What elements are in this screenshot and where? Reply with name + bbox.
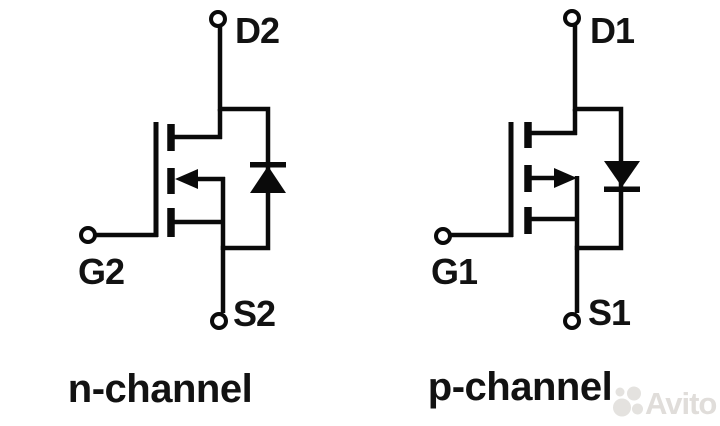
n-diode-triangle-icon: [250, 166, 286, 193]
avito-logo-icon: [613, 386, 643, 417]
terminal-label-s2: S2: [233, 293, 276, 334]
n-drain-diode-source-wire: [217, 27, 271, 313]
terminal-label-d1: D1: [590, 10, 635, 51]
terminal-label-d2: D2: [235, 10, 280, 51]
n-source-terminal-circle: [210, 312, 228, 330]
terminal-label-g1: G1: [431, 251, 478, 292]
p-body-arrow-icon: [554, 168, 577, 188]
p-gate-terminal-circle: [434, 227, 452, 245]
p-drain-terminal-circle: [563, 9, 581, 27]
caption-p-channel: p-channel: [427, 365, 613, 409]
terminal-label-g2: G2: [78, 251, 125, 292]
avito-watermark: Avito: [612, 380, 720, 426]
n-drain-terminal-circle: [209, 10, 227, 28]
n-diode-cathode-bar: [250, 162, 286, 168]
n-gate-terminal-circle: [79, 226, 97, 244]
caption-n-channel: n-channel: [67, 367, 253, 411]
avito-watermark-text: Avito: [645, 385, 717, 421]
p-channel-schematic: [434, 9, 640, 330]
p-diode-triangle-icon: [604, 161, 640, 187]
n-channel-schematic: [79, 10, 286, 330]
p-source-terminal-circle: [563, 312, 581, 330]
n-body-arrow-icon: [175, 169, 198, 189]
terminal-label-s1: S1: [588, 292, 631, 333]
p-diode-cathode-bar: [604, 186, 640, 192]
